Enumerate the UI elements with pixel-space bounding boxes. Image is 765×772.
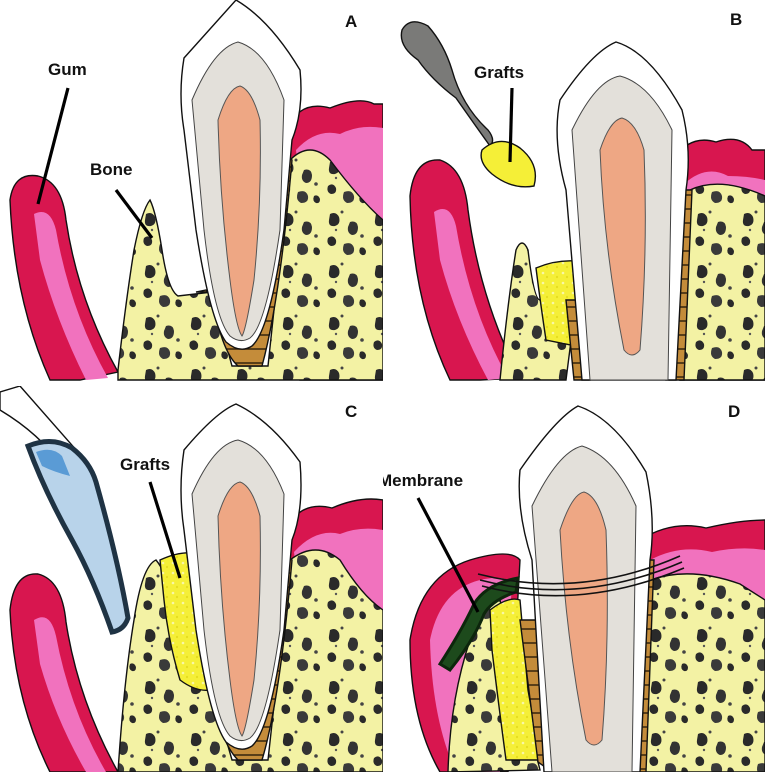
leader-grafts	[148, 481, 182, 579]
gum-flap-left-inner	[434, 209, 508, 380]
panel-letter-d: D	[728, 402, 740, 421]
spatula-scoop	[480, 140, 537, 188]
tooth-pulp	[217, 481, 261, 737]
scalpel-blade	[24, 439, 131, 635]
spatula-instrument	[400, 21, 494, 148]
panel-d: Membrane D	[378, 402, 765, 772]
label-bone: Bone	[90, 160, 133, 179]
gum-flap-left-inner	[34, 212, 108, 380]
tooth-pulp	[599, 117, 646, 356]
panel-letter-a: A	[345, 12, 357, 31]
gum-flap-left-inner	[34, 617, 106, 772]
label-grafts: Grafts	[120, 455, 170, 474]
panel-letter-c: C	[345, 402, 357, 421]
membrane	[437, 576, 520, 672]
leader-membrane	[416, 497, 480, 613]
panel-b: Grafts B	[400, 10, 765, 381]
panel-a: Gum Bone A	[9, 0, 383, 381]
suture-1	[477, 555, 681, 585]
leader-grafts	[508, 87, 514, 163]
alveolar-bone	[117, 149, 383, 381]
tooth-pulp	[559, 491, 608, 746]
panel-c: Grafts C	[0, 386, 383, 772]
panel-letter-b: B	[730, 10, 742, 29]
scalpel-edge-accent	[36, 449, 70, 476]
label-membrane: Membrane	[378, 471, 463, 490]
leader-gum	[36, 87, 70, 205]
leader-bone	[114, 189, 154, 239]
label-gum: Gum	[48, 60, 87, 79]
suture-2	[479, 561, 683, 591]
suture-3	[481, 567, 685, 597]
label-grafts: Grafts	[474, 63, 524, 82]
tooth-pulp	[217, 85, 261, 337]
